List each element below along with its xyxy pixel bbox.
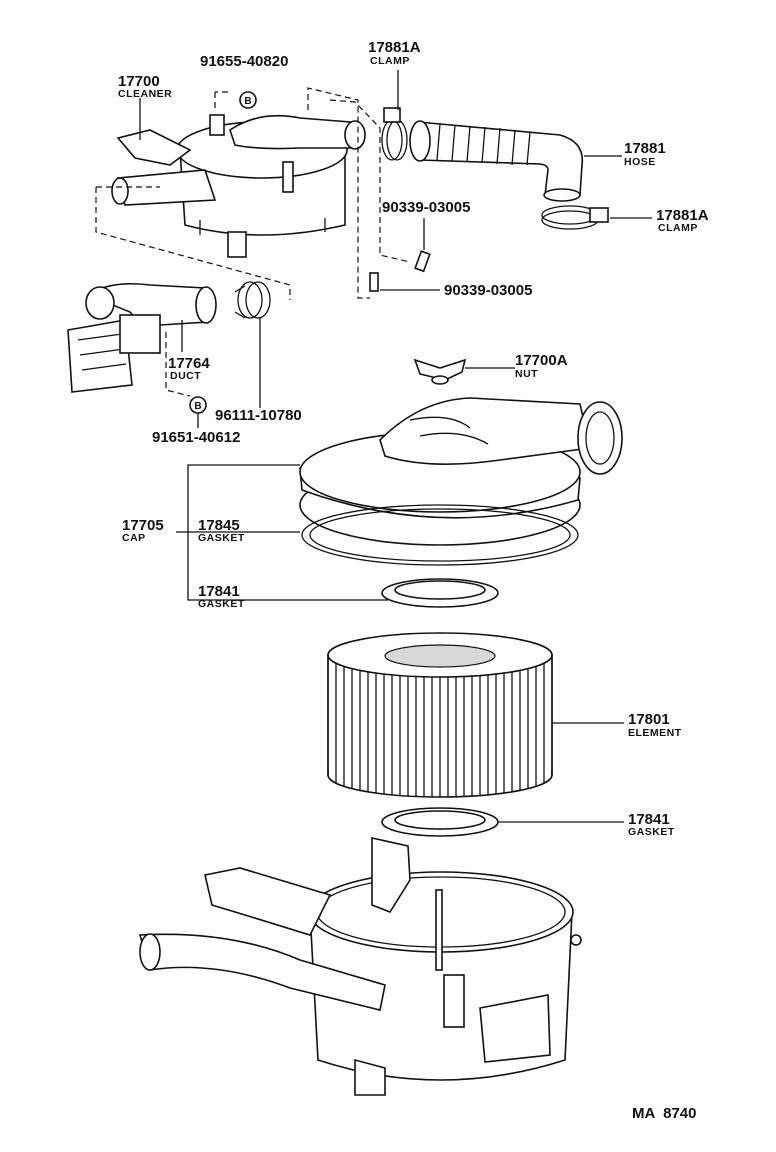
clamp-right-part-number: 17881A bbox=[656, 207, 709, 224]
cap-part-name: CAP bbox=[122, 532, 146, 544]
gasket-mid-part-number: 17841 bbox=[198, 583, 240, 600]
gasket-low-part-name: GASKET bbox=[628, 826, 675, 838]
clamp-duct-illustration bbox=[234, 281, 271, 319]
plug2-part-number: 90339-03005 bbox=[444, 282, 532, 299]
hose-part-number: 17881 bbox=[624, 140, 666, 157]
plug1-illustration bbox=[414, 250, 431, 273]
cleaner-assembly-illustration bbox=[111, 114, 366, 258]
clamp-top-illustration bbox=[381, 107, 408, 161]
nut-part-name: NUT bbox=[515, 368, 538, 380]
plug-guide-line bbox=[307, 87, 370, 299]
cleaner-part-number: 17700 bbox=[118, 73, 160, 90]
clamp-guide-line bbox=[329, 99, 411, 263]
hose-part-name: HOSE bbox=[624, 156, 656, 168]
duct-part-name: DUCT bbox=[170, 370, 201, 382]
duct-part-number: 17764 bbox=[168, 355, 210, 372]
gasket-mid-part-name: GASKET bbox=[198, 598, 245, 610]
cleaner-guide-line bbox=[95, 186, 291, 300]
plug2-illustration bbox=[369, 272, 379, 292]
gasket-top-part-name: GASKET bbox=[198, 532, 245, 544]
clamp-top-part-number: 17881A bbox=[368, 39, 421, 56]
gasket-top-part-number: 17845 bbox=[198, 517, 240, 534]
bolt-top-part-number: 91655-40820 bbox=[200, 53, 288, 70]
gasket-low-illustration bbox=[381, 807, 499, 837]
clamp-top-part-name: CLAMP bbox=[370, 55, 410, 67]
bolt-bottom-marker: B bbox=[194, 401, 201, 412]
wing-nut-illustration bbox=[413, 358, 467, 385]
gasket-low-part-number: 17841 bbox=[628, 811, 670, 828]
drawing-code: MA 8740 bbox=[632, 1105, 696, 1122]
duct-illustration bbox=[67, 282, 217, 393]
cleaner-part-name: CLEANER bbox=[118, 88, 172, 100]
clamp-right-part-name: CLAMP bbox=[658, 222, 698, 234]
cap-part-number: 17705 bbox=[122, 517, 164, 534]
cap-illustration bbox=[299, 397, 623, 546]
hose-illustration bbox=[409, 120, 584, 202]
gasket-top-illustration bbox=[301, 504, 579, 566]
element-part-number: 17801 bbox=[628, 711, 670, 728]
clamp-right-illustration bbox=[541, 205, 609, 230]
plug1-part-number: 90339-03005 bbox=[382, 199, 470, 216]
element-part-name: ELEMENT bbox=[628, 727, 682, 739]
bolt-top-marker: B bbox=[244, 96, 251, 107]
clamp-duct-part-number: 96111-10780 bbox=[215, 407, 302, 424]
bolt-guide-line bbox=[214, 91, 228, 110]
gasket-mid-illustration bbox=[381, 578, 499, 608]
filter-element-illustration bbox=[327, 632, 553, 798]
bolt-bottom-part-number: 91651-40612 bbox=[152, 429, 240, 446]
cleaner-body-illustration bbox=[138, 837, 582, 1096]
nut-part-number: 17700A bbox=[515, 352, 568, 369]
